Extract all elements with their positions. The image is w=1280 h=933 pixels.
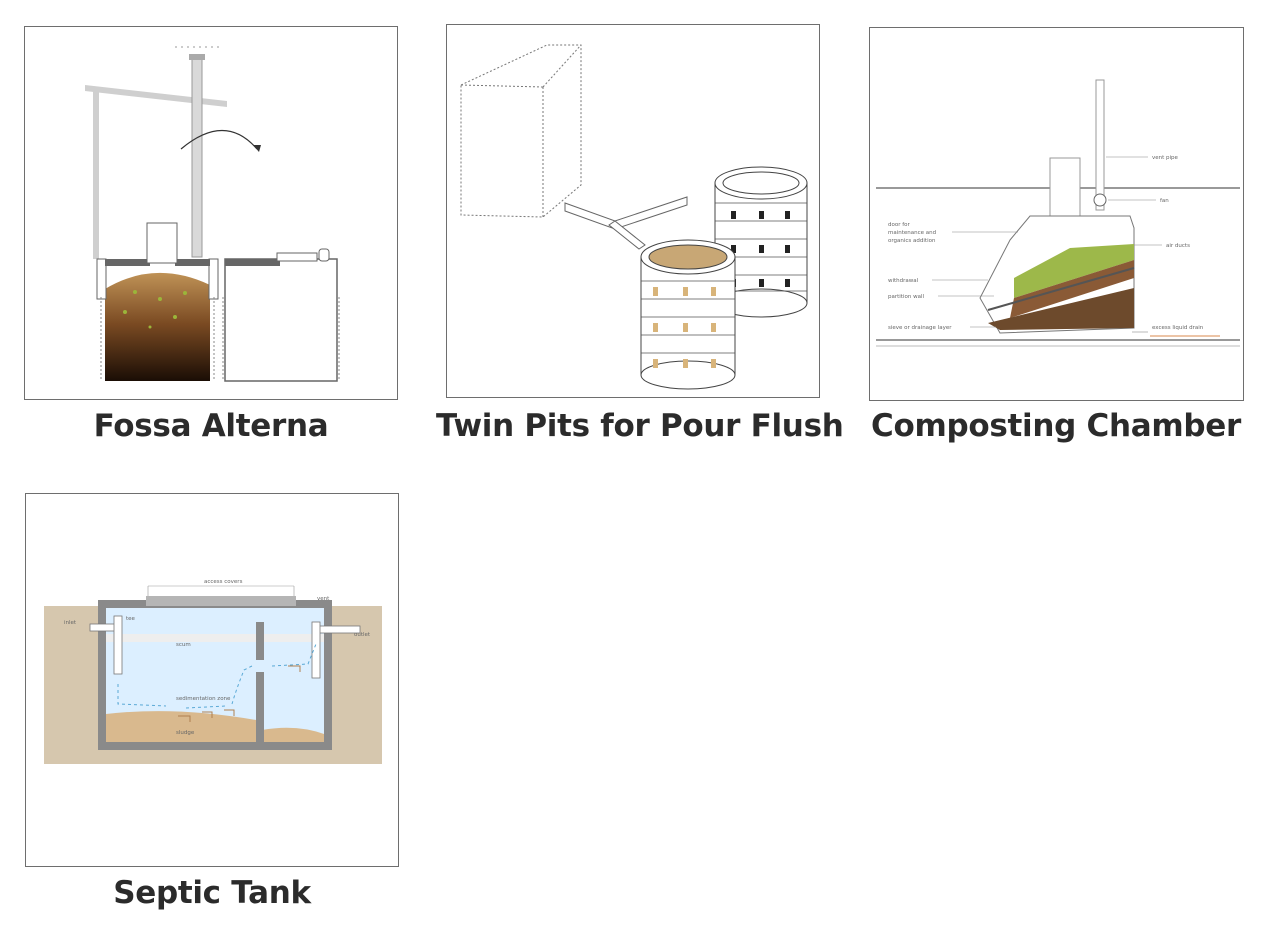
label-withdrawal: withdrawal <box>888 278 919 284</box>
fossa-alterna-frame <box>24 26 398 400</box>
label-tee: tee <box>126 616 136 622</box>
label-sludge: sludge <box>176 730 195 736</box>
composting-chamber-diagram-icon: vent pipe fan door for maintenance and o… <box>876 79 1240 347</box>
label-excess-liquid: excess liquid drain <box>1152 325 1204 331</box>
label-scum: scum <box>176 642 191 648</box>
label-outlet: outlet <box>354 632 371 638</box>
caption-composting-chamber: Composting Chamber <box>871 408 1241 444</box>
twin-pits-diagram-icon <box>460 44 808 390</box>
septic-tank-diagram-icon: access covers vent inlet outlet tee scum… <box>44 579 382 764</box>
caption-twin-pits: Twin Pits for Pour Flush <box>436 408 844 444</box>
label-sedimentation: sedimentation zone <box>176 696 231 702</box>
label-door-2: maintenance and <box>888 230 936 236</box>
label-door-3: organics addition <box>888 238 936 244</box>
caption-fossa-alterna: Fossa Alterna <box>93 408 329 444</box>
fossa-alterna-diagram-icon <box>85 46 340 382</box>
twin-pits-frame <box>446 24 820 398</box>
caption-septic-tank: Septic Tank <box>113 875 311 911</box>
label-door: door for <box>888 222 911 228</box>
label-air-ducts: air ducts <box>1166 243 1190 249</box>
label-vent: vent <box>317 596 330 602</box>
label-sieve: sieve or drainage layer <box>888 325 952 331</box>
label-partition-wall: partition wall <box>888 294 924 300</box>
label-vent-pipe: vent pipe <box>1152 155 1179 161</box>
label-fan: fan <box>1160 198 1169 204</box>
label-inlet: inlet <box>64 620 77 626</box>
septic-tank-frame: access covers vent inlet outlet tee scum… <box>25 493 399 867</box>
composting-chamber-frame: vent pipe fan door for maintenance and o… <box>869 27 1244 401</box>
label-access-covers: access covers <box>204 579 243 585</box>
